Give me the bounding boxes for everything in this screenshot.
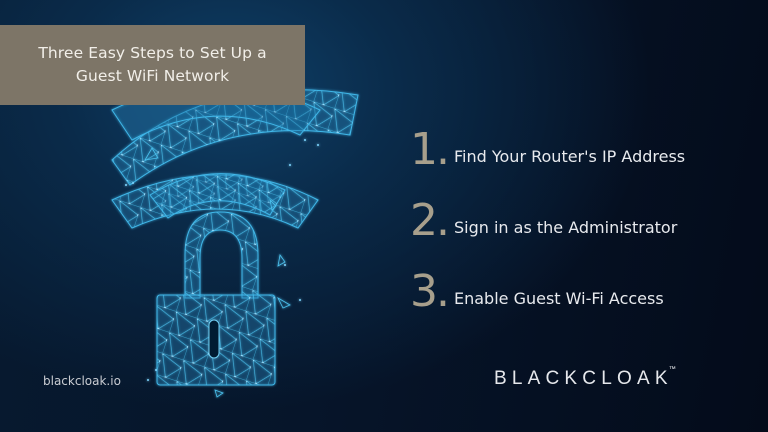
step-item: 3. Enable Guest Wi-Fi Access (410, 264, 685, 317)
steps-list: 1. Find Your Router's IP Address 2. Sign… (410, 122, 685, 335)
step-item: 1. Find Your Router's IP Address (410, 122, 686, 175)
step-number: 1. (410, 124, 450, 175)
title-line-1: Three Easy Steps to Set Up a (38, 44, 267, 62)
brand-logo: BLACKCLOAK™ (494, 366, 676, 390)
title-line-2: Guest WiFi Network (75, 67, 230, 85)
step-text: Enable Guest Wi-Fi Access (454, 289, 664, 308)
step-item: 2. Sign in as the Administrator (410, 193, 685, 246)
title-banner: Three Easy Steps to Set Up a Guest WiFi … (0, 25, 305, 105)
brand-wordmark: BLACKCLOAK (494, 368, 673, 389)
step-text: Sign in as the Administrator (454, 218, 678, 237)
step-number: 2. (410, 195, 450, 246)
trademark-symbol: ™ (668, 366, 676, 373)
step-number: 3. (410, 266, 450, 317)
step-text: Find Your Router's IP Address (454, 147, 686, 166)
website-url: blackcloak.io (43, 374, 121, 388)
